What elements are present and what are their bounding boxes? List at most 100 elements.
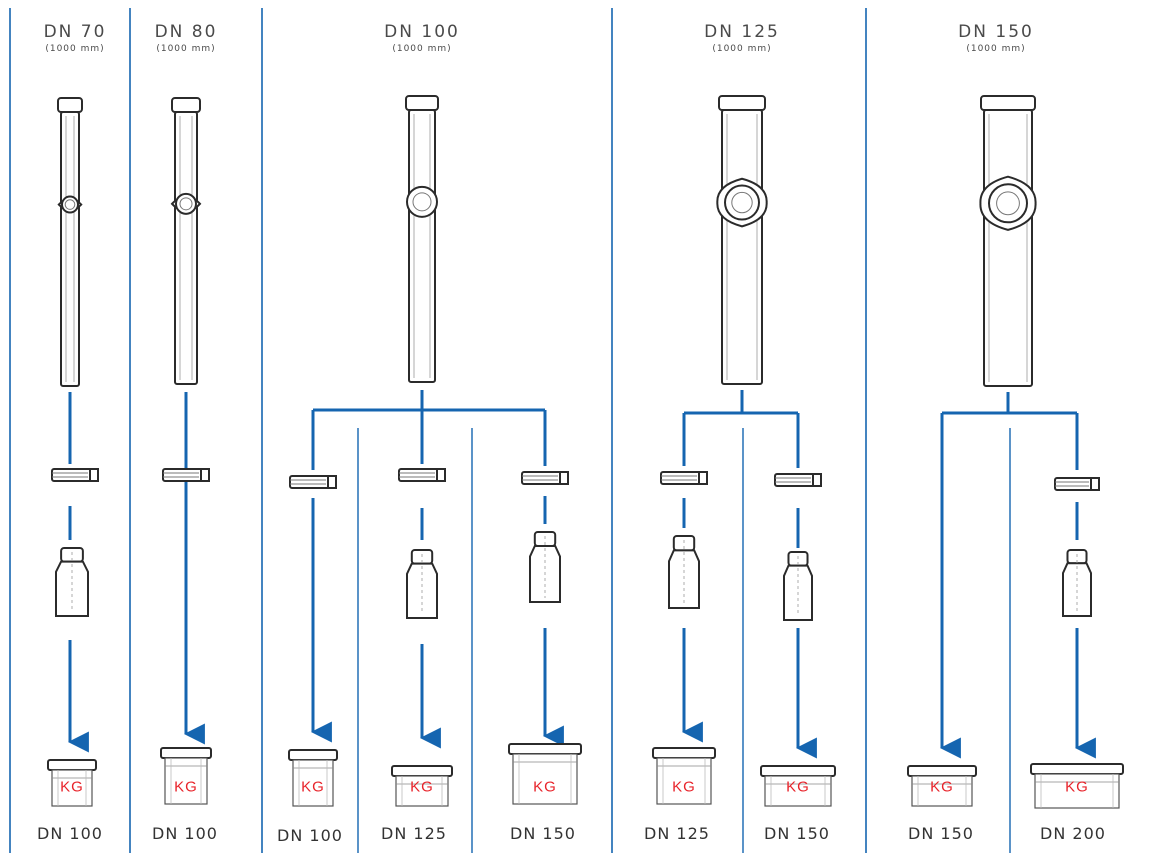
spigot-piece [398, 468, 446, 482]
outlet-dn-label: DN 200 [1040, 824, 1106, 843]
outlet-body [1034, 773, 1120, 809]
inspection-opening [406, 185, 438, 218]
outlet-dn-label: DN 100 [152, 824, 218, 843]
outlet-dn-label: DN 150 [908, 824, 974, 843]
kg-label: KG [533, 778, 557, 796]
kg-label: KG [786, 778, 810, 796]
spigot-end [698, 471, 708, 485]
kg-outlet-socket [652, 747, 716, 805]
pipe-body [983, 109, 1033, 387]
pipe-section [405, 95, 439, 383]
outlet-body [911, 775, 973, 807]
pipe-section [716, 95, 768, 385]
outlet-dn-label: DN 125 [644, 824, 710, 843]
outlet-body [764, 775, 832, 807]
pipe-socket [57, 97, 83, 113]
pipe-section [979, 95, 1037, 387]
inspection-opening-inner [996, 191, 1020, 216]
kg-label: KG [672, 778, 696, 796]
outlet-dn-label: DN 150 [510, 824, 576, 843]
pipe-socket [980, 95, 1036, 111]
column-subtitle: (1000 mm) [966, 44, 1026, 54]
pipe-section [170, 97, 202, 385]
spigot-piece [289, 475, 337, 489]
outlet-rim [508, 743, 582, 755]
spigot-end [812, 473, 822, 487]
adapter-body [1062, 562, 1092, 617]
spigot-piece [774, 473, 822, 487]
inspection-opening-inner [179, 197, 193, 211]
outlet-rim [288, 749, 338, 761]
outlet-rim [1030, 763, 1124, 775]
pipe-socket [171, 97, 201, 113]
outlet-rim [391, 765, 453, 777]
spigot-end [559, 471, 569, 485]
pipe-body [721, 109, 763, 385]
kg-outlet-socket [288, 749, 338, 807]
outlet-rim [907, 765, 977, 777]
outlet-dn-label: DN 100 [277, 826, 343, 845]
column-title: DN 150 [958, 22, 1034, 42]
column-title: DN 100 [384, 22, 460, 42]
outlet-rim [47, 759, 97, 771]
reducer-adapter [668, 535, 700, 609]
reducer-adapter [1062, 549, 1092, 617]
inspection-opening-inner [412, 192, 432, 212]
spigot-piece [521, 471, 569, 485]
column-subtitle: (1000 mm) [392, 44, 452, 54]
reducer-adapter [529, 531, 561, 603]
spigot-piece [162, 468, 210, 482]
spigot-end [89, 468, 99, 482]
spigot-end [436, 468, 446, 482]
column-title: DN 80 [154, 22, 218, 42]
reducer-adapter [406, 549, 438, 619]
outlet-dn-label: DN 150 [764, 824, 830, 843]
kg-label: KG [60, 778, 84, 796]
column-header-dn80: DN 80 (1000 mm) [155, 22, 218, 56]
kg-label: KG [174, 778, 198, 796]
kg-label: KG [410, 778, 434, 796]
column-header-dn150: DN 150 (1000 mm) [958, 22, 1034, 56]
pipe-section [57, 97, 83, 387]
inspection-opening-inner [731, 191, 753, 214]
kg-outlet-socket [508, 743, 582, 805]
column-header-dn70: DN 70 (1000 mm) [44, 22, 107, 56]
reducer-adapter [55, 547, 89, 617]
outlet-rim [160, 747, 212, 759]
outlet-rim [652, 747, 716, 759]
outlet-dn-label: DN 125 [381, 824, 447, 843]
column-subtitle: (1000 mm) [712, 44, 772, 54]
kg-outlet-socket [160, 747, 212, 805]
kg-label: KG [301, 778, 325, 796]
outlet-dn-label: DN 100 [37, 824, 103, 843]
pipe-body [174, 111, 198, 385]
reducer-adapter [783, 551, 813, 621]
pipe-body [60, 111, 80, 387]
kg-outlet-socket [907, 765, 977, 807]
kg-outlet-socket [391, 765, 453, 807]
column-header-dn125: DN 125 (1000 mm) [704, 22, 780, 56]
spigot-piece [51, 468, 99, 482]
kg-outlet-socket [760, 765, 836, 807]
outlet-rim [760, 765, 836, 777]
inspection-opening [175, 192, 197, 215]
column-subtitle: (1000 mm) [156, 44, 216, 54]
adapter-body [668, 549, 700, 609]
column-header-dn100: DN 100 (1000 mm) [384, 22, 460, 56]
inspection-opening [61, 195, 79, 214]
column-subtitle: (1000 mm) [45, 44, 105, 54]
kg-outlet-socket [47, 759, 97, 807]
column-title: DN 125 [704, 22, 780, 42]
spigot-piece [1054, 477, 1100, 491]
spigot-end [1090, 477, 1100, 491]
spigot-end [327, 475, 337, 489]
spigot-end [200, 468, 210, 482]
outlet-body [51, 769, 93, 807]
spigot-piece [660, 471, 708, 485]
column-title: DN 70 [43, 22, 107, 42]
kg-label: KG [1065, 778, 1089, 796]
inspection-opening-inner [64, 199, 76, 210]
pipe-socket [405, 95, 439, 111]
